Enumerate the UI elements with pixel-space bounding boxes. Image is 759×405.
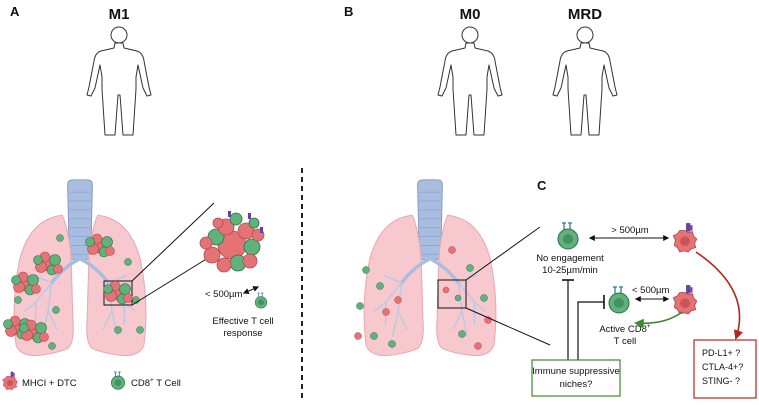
zoom-box-b-tumor — [442, 286, 450, 294]
zoom-box-b-tcell — [454, 294, 462, 302]
zoom-line-a-bottom — [131, 257, 209, 306]
marker-sting: STING- ? — [702, 376, 740, 386]
panel-c-label: C — [537, 178, 547, 193]
effective-response-line1: Effective T cell — [212, 316, 273, 327]
red-curved-arrow — [695, 251, 743, 340]
t-cell-approach-a — [254, 292, 268, 309]
t-cell-active — [608, 286, 630, 314]
zoom-box-a-cluster — [103, 280, 133, 305]
panel-b-title-mrd: MRD — [568, 6, 602, 23]
tumor-cell-far — [672, 222, 698, 253]
legend-tcell-label: CD8+ T Cell — [131, 377, 181, 389]
no-engagement-line2: 10-25µm/min — [542, 265, 598, 276]
no-engagement-line1: No engagement — [536, 253, 604, 264]
zoom-line-a-top — [131, 202, 215, 282]
legend-tumor-label: MHCI + DTC — [22, 378, 77, 389]
legend-tcell-icon — [110, 371, 126, 390]
marker-status-box — [693, 339, 757, 399]
scattered-cells-b — [354, 246, 492, 350]
panel-b-title-m0: M0 — [460, 6, 481, 23]
human-silhouette-m0 — [437, 26, 503, 136]
immune-suppressive-niches-box — [531, 359, 621, 397]
zoom-box-b — [437, 279, 467, 309]
niches-line1: Immune suppressive — [532, 366, 620, 377]
legend-tumor-icon — [2, 371, 18, 390]
marker-ctla4: CTLA-4+? — [702, 362, 743, 372]
human-silhouette-mrd — [552, 26, 618, 136]
green-curved-arrow — [634, 311, 683, 329]
panel-b-label: B — [344, 4, 353, 19]
panel-a-label: A — [10, 4, 20, 19]
zoom-box-a — [103, 280, 133, 306]
active-tcell-line2: T cell — [614, 336, 637, 347]
active-tcell-line1: Active CD8+ — [599, 323, 651, 335]
inhibit-line-lower — [577, 301, 604, 360]
zoom-line-b-top — [465, 226, 541, 281]
marker-pdl1: PD-L1+ ? — [702, 348, 740, 358]
near-distance-label: < 500µm — [632, 285, 670, 296]
distance-label-a: < 500µm — [205, 289, 243, 300]
lungs-m0-mrd — [362, 178, 498, 358]
human-silhouette-m1 — [86, 26, 152, 136]
far-distance-label: > 500µm — [611, 225, 649, 236]
tumor-cell-near — [672, 284, 698, 315]
distance-arrow-a — [242, 286, 260, 294]
magnified-tumor-cluster — [199, 211, 265, 273]
effective-response-line2: response — [223, 328, 262, 339]
zoom-line-b-bottom — [465, 307, 551, 346]
t-cell-disengaged — [557, 222, 579, 250]
panel-a-title: M1 — [109, 6, 130, 23]
scattered-t-cells-a — [14, 234, 144, 350]
niches-line2: niches? — [560, 379, 593, 390]
